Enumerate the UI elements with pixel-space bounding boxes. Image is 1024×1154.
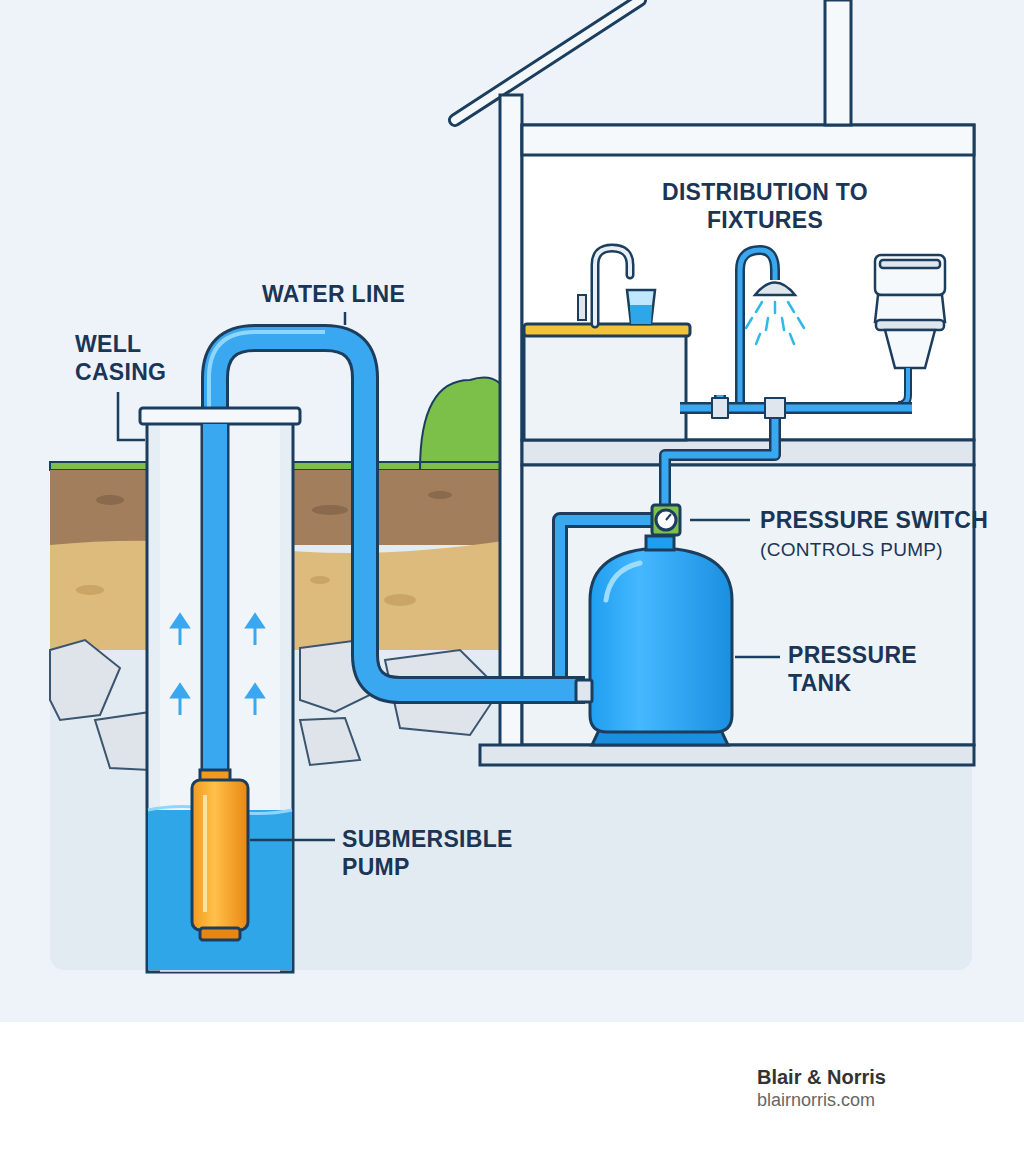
callout-label: PRESSURE SWITCH xyxy=(760,506,1010,534)
pressure-tank-part xyxy=(590,548,732,732)
leader-lines xyxy=(118,312,780,840)
ground-layers-part xyxy=(310,576,330,584)
submersible-pump xyxy=(192,770,248,940)
submersible-pump-part xyxy=(200,928,240,940)
shower-part-part xyxy=(756,334,760,344)
shower-part-part xyxy=(746,318,752,328)
toilet xyxy=(875,255,945,405)
callout-note: (CONTROLS PUMP) xyxy=(760,538,1010,562)
ground-layers-part xyxy=(384,594,416,606)
submersible-pump-part xyxy=(203,795,207,912)
shower-part xyxy=(740,250,775,405)
pressure-switch-part xyxy=(656,510,676,530)
sink-part xyxy=(627,290,655,324)
toilet-part xyxy=(885,330,935,368)
shower-part xyxy=(755,283,795,296)
brand-url: blairnorris.com xyxy=(757,1089,997,1111)
section-heading: DISTRIBUTION TO FIXTURES xyxy=(640,178,890,234)
shower-part-part xyxy=(782,318,784,330)
ground-layers-part xyxy=(420,378,510,471)
toilet-part xyxy=(898,368,908,405)
well-casing xyxy=(140,408,300,972)
sink-part xyxy=(630,305,652,324)
house-part xyxy=(500,95,522,760)
sink-part xyxy=(595,248,630,324)
shower-part-part xyxy=(798,318,804,328)
distribution-pipe-part xyxy=(765,398,785,418)
flow-arrows-part xyxy=(172,685,188,715)
toilet-part xyxy=(880,260,940,268)
ground-layers-part xyxy=(76,585,104,595)
house-part xyxy=(825,0,851,125)
house-part xyxy=(522,125,974,440)
toilet-part xyxy=(876,320,944,330)
callout-label: WELL CASING xyxy=(75,330,185,386)
house-part xyxy=(455,0,640,120)
callout-label: PRESSURE TANK xyxy=(788,641,928,697)
well-casing-part xyxy=(140,408,300,424)
shower-part xyxy=(740,250,775,405)
leader-lines-part xyxy=(118,392,145,440)
ground-layers-part xyxy=(312,505,348,515)
sink xyxy=(524,248,690,440)
shower-part-part xyxy=(766,318,768,330)
callout-label: SUBMERSIBLE PUMP xyxy=(342,825,532,881)
shower xyxy=(740,250,804,405)
ground-layers-part xyxy=(96,495,124,505)
pressure-tank-part xyxy=(606,563,640,600)
shower-part-part xyxy=(790,334,794,344)
leader-lines-part xyxy=(250,839,335,842)
pressure-tank-part xyxy=(646,536,674,550)
pressure-tank-part xyxy=(576,680,592,702)
background xyxy=(0,0,1024,1022)
callout-label: WATER LINE xyxy=(262,280,452,308)
well-casing-part xyxy=(202,424,228,775)
ground-layers-part xyxy=(428,491,452,499)
leader-lines-part xyxy=(690,519,750,522)
house-part xyxy=(455,0,640,120)
sink-part xyxy=(595,248,630,324)
well-casing-part xyxy=(147,420,293,972)
sink-part xyxy=(578,295,586,320)
shower-part-part xyxy=(788,302,794,312)
pressure-switch xyxy=(652,505,680,535)
submersible-pump-part xyxy=(192,780,248,930)
distribution-pipe-part xyxy=(712,398,728,418)
flow-arrows xyxy=(172,615,263,715)
sink-part xyxy=(524,324,690,336)
pressure-switch-part xyxy=(652,505,680,535)
distribution-pipe-part xyxy=(665,395,912,505)
toilet-part xyxy=(875,255,945,295)
house-part xyxy=(522,125,974,155)
toilet-part xyxy=(875,295,945,322)
distribution-pipe xyxy=(665,395,912,505)
shower-part-part xyxy=(774,302,777,313)
flow-arrows-part xyxy=(247,615,263,645)
flow-arrows-part xyxy=(172,615,188,645)
flow-arrows-part xyxy=(247,685,263,715)
leader-lines-part xyxy=(735,656,780,659)
sink-part xyxy=(524,330,686,440)
shower-part xyxy=(746,302,804,344)
house xyxy=(455,0,974,765)
well-casing-part xyxy=(203,424,227,776)
shower-part-part xyxy=(756,302,762,312)
house-part xyxy=(480,745,974,765)
leader-lines-part xyxy=(344,312,347,325)
background-part xyxy=(0,0,1024,1022)
toilet-part xyxy=(898,368,908,405)
brand-name: Blair & Norris xyxy=(757,1065,997,1089)
pressure-tank xyxy=(576,536,732,745)
distribution-pipe-part xyxy=(665,395,912,505)
pressure-switch-part xyxy=(666,514,671,520)
